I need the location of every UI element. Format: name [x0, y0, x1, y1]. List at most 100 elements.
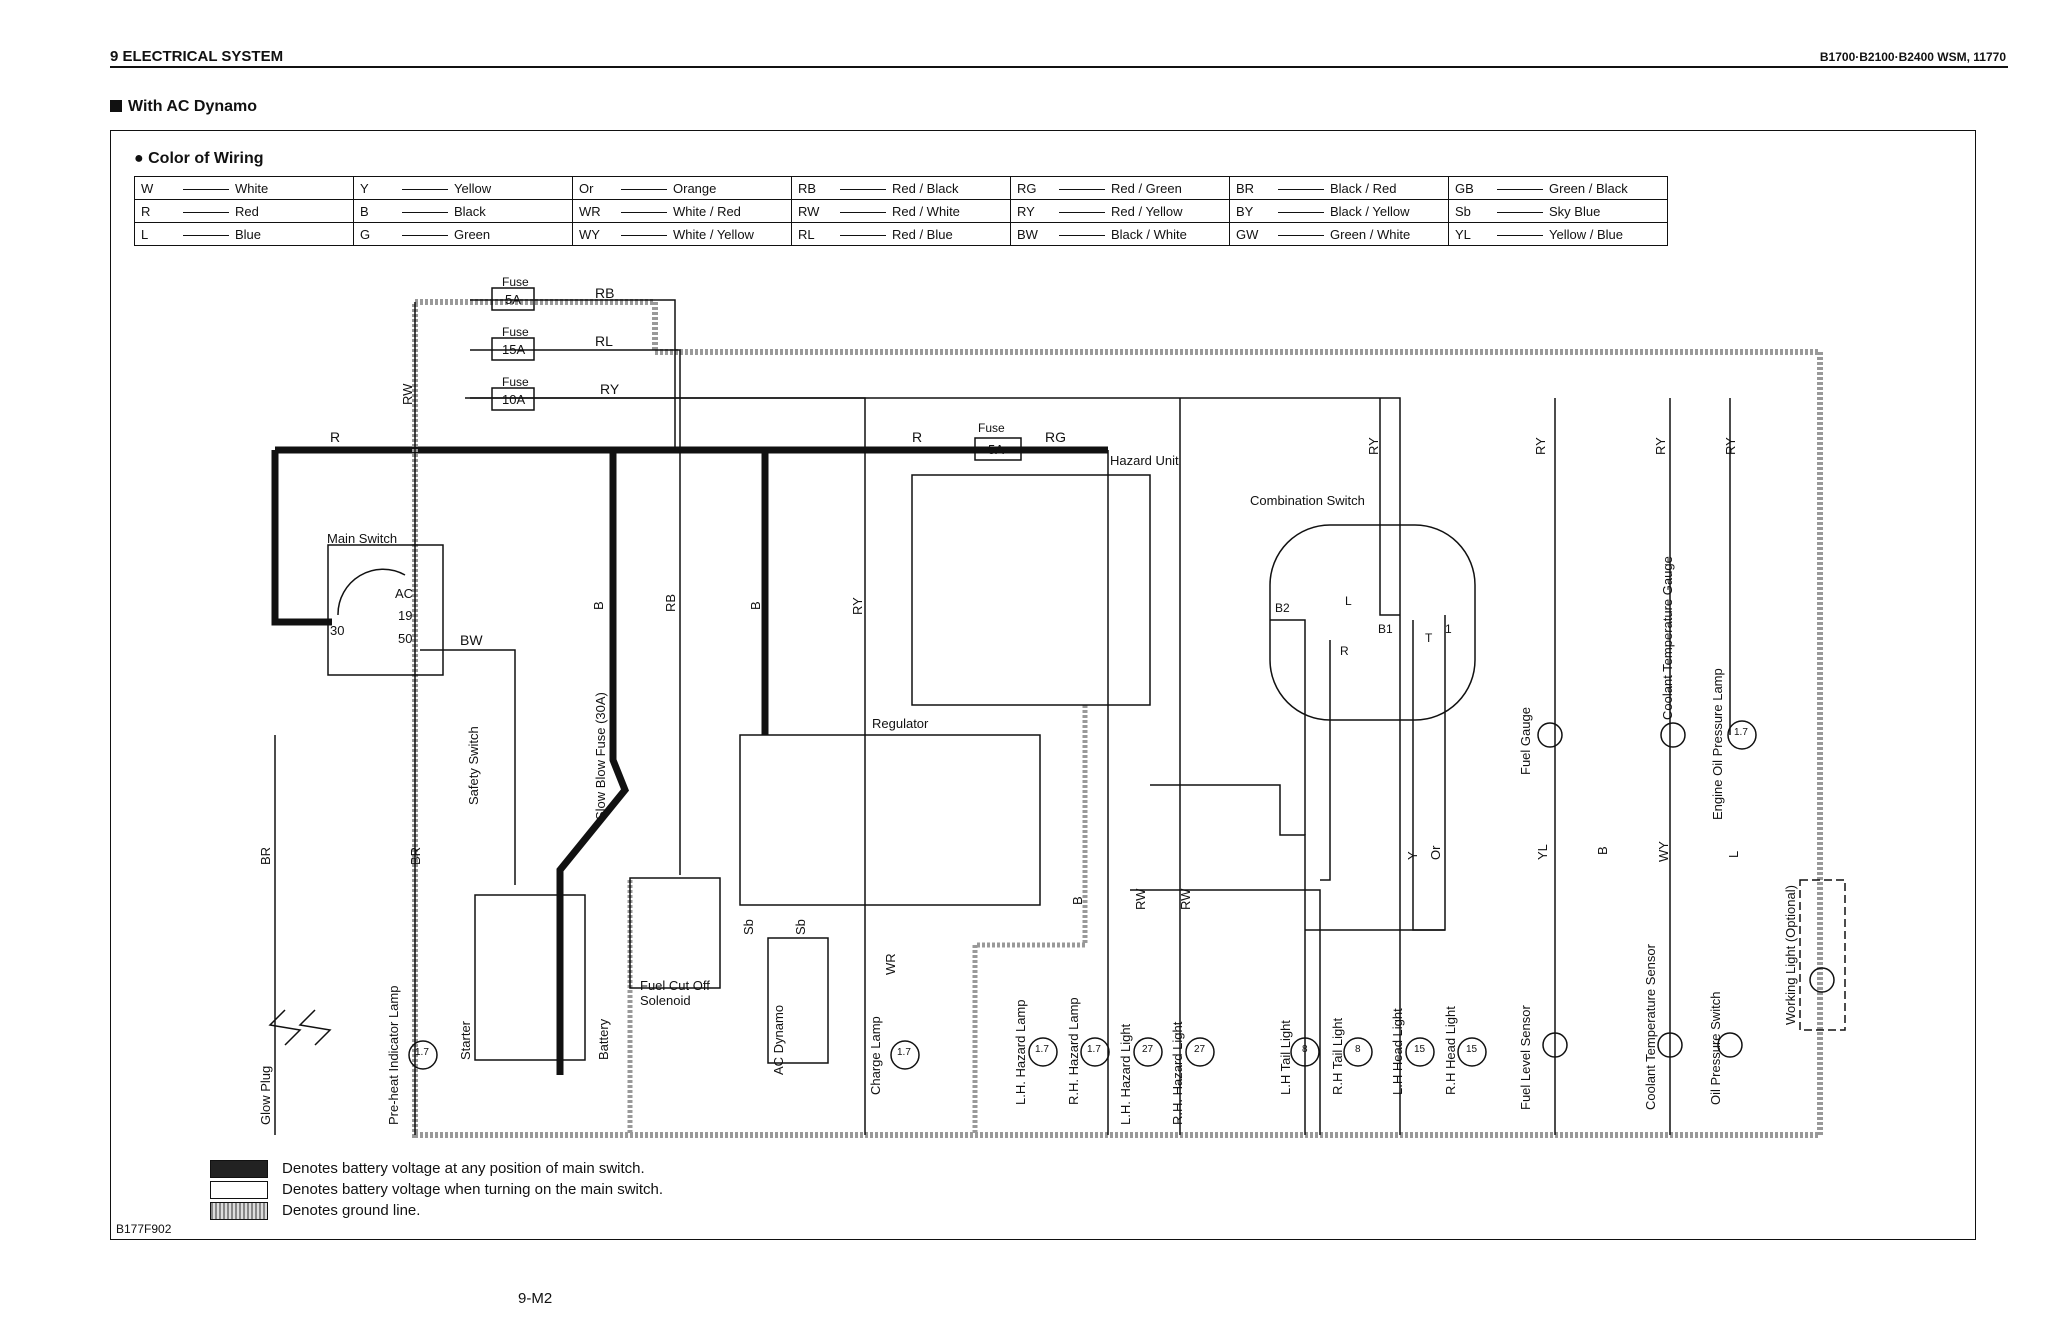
wire-ry-label: RY: [600, 381, 620, 397]
wire-code: Y: [360, 180, 369, 196]
wire-color-name: Black / White: [1111, 226, 1187, 242]
wire-color-name: Green / Black: [1549, 180, 1628, 196]
wire-color-name: Red: [235, 203, 259, 219]
dash-line: [840, 211, 886, 213]
wire-rb-label: RB: [595, 285, 614, 301]
fuse-10a-value: 10A: [502, 392, 525, 407]
fuel-gauge-label: Fuel Gauge: [1518, 707, 1533, 775]
wire-code: BY: [1236, 203, 1254, 219]
wire-code: RG: [1017, 180, 1037, 196]
lamp-rh-tail: [1343, 1037, 1373, 1067]
header-right: B1700·B2100·B2400 WSM, 11770: [1819, 50, 2006, 64]
wire-color-name: White: [235, 180, 269, 196]
wire-color-name: Green / White: [1330, 226, 1411, 242]
wire-bw-label: BW: [460, 632, 483, 648]
wire-color-name: Black: [454, 203, 486, 219]
wire-code: Or: [579, 180, 594, 196]
lamp-lh-hazard-light-value: 27: [1142, 1044, 1154, 1055]
wire-color-name: Yellow: [454, 180, 492, 196]
terminal-ac: AC: [395, 586, 413, 601]
combination-switch-label: Combination Switch: [1250, 493, 1365, 508]
wire-code: W: [141, 180, 154, 196]
starter-label: Starter: [458, 1020, 473, 1060]
wire-y-label: Y: [1405, 851, 1420, 860]
wire-rw-label-2: RW: [1133, 888, 1148, 910]
dash-line: [840, 234, 886, 236]
wire-rw-label-1: RW: [400, 383, 415, 405]
wire-color-name: Red / Green: [1111, 180, 1182, 196]
terminal-30: 30: [330, 623, 344, 638]
rh-tail-light-label: R.H Tail Light: [1330, 1018, 1345, 1095]
wire-rl-label: RL: [595, 333, 613, 349]
fuse-15a-value: 15A: [502, 342, 525, 357]
oil-pressure-switch: [1717, 1032, 1743, 1058]
header-left: 9 ELECTRICAL SYSTEM: [110, 48, 284, 65]
lamp-rh-hazard-value: 1.7: [1087, 1044, 1101, 1055]
wire-b-label-1: B: [591, 601, 606, 610]
fuse-label-3: Fuse: [502, 375, 529, 389]
solenoid-box: [629, 877, 721, 989]
dash-line: [1497, 188, 1543, 190]
wire-ry-label-5: RY: [1653, 437, 1668, 455]
slow-blow-fuse-label: Slow Blow Fuse (30A): [593, 692, 608, 820]
coolant-temp-sensor-label: Coolant Temperature Sensor: [1643, 943, 1658, 1110]
lamp-oil-pressure-value: 1.7: [1734, 727, 1748, 738]
lamp-charge-value: 1.7: [897, 1047, 911, 1058]
wire-sb-label-1: Sb: [741, 919, 756, 935]
diagram-frame: [110, 130, 1976, 1240]
wire-color-name: Green: [454, 226, 491, 242]
solenoid-label-1: Fuel Cut Off: [640, 978, 710, 993]
legend-battery-on: Denotes battery voltage when turning on …: [210, 1181, 663, 1200]
working-light-box: [1799, 879, 1846, 1031]
wiring-color-cell: G Green: [353, 222, 573, 246]
figure-code: B177F902: [116, 1222, 172, 1236]
wire-b-label-2: B: [748, 601, 763, 610]
wire-color-name: Sky Blue: [1549, 203, 1601, 219]
rh-hazard-lamp-label: R.H. Hazard Lamp: [1066, 997, 1081, 1105]
lamp-lh-head: [1405, 1037, 1435, 1067]
lamp-lh-tail-value: 8: [1302, 1044, 1308, 1055]
lamp-lh-head-value: 15: [1414, 1044, 1426, 1055]
main-switch-box: [327, 544, 444, 676]
wire-ry-label-2: RY: [850, 597, 865, 615]
terminal-b1: B1: [1378, 622, 1393, 636]
wire-code: YL: [1455, 226, 1471, 242]
battery-label: Battery: [596, 1018, 611, 1060]
dash-line: [621, 188, 667, 190]
regulator-label: Regulator: [872, 716, 929, 731]
fuse-label-4: Fuse: [978, 421, 1005, 435]
wire-color-name: White / Yellow: [673, 226, 754, 242]
wire-code: BR: [1236, 180, 1255, 196]
lamp-lh-hazard-value: 1.7: [1035, 1044, 1049, 1055]
lamp-rh-hazard-light: [1185, 1037, 1215, 1067]
hazard-unit-box: [911, 474, 1151, 706]
terminal-r: R: [1340, 644, 1349, 658]
wire-code: WR: [579, 203, 601, 219]
lamp-lh-hazard-light: [1133, 1037, 1163, 1067]
wire-sb-label-2: Sb: [793, 919, 808, 935]
wire-code: G: [360, 226, 371, 242]
oil-pressure-switch-label: Oil Pressure Switch: [1708, 992, 1723, 1105]
legend-swatch-black: [210, 1160, 268, 1179]
dash-line: [1278, 188, 1324, 190]
terminal-t: T: [1425, 631, 1433, 645]
wire-br-label-2: BR: [408, 847, 423, 865]
wire-l-label: L: [1726, 851, 1741, 858]
wiring-color-cell: Y Yellow: [353, 176, 573, 200]
wire-or-label: Or: [1428, 845, 1443, 860]
lamp-rh-hazard-light-value: 27: [1194, 1044, 1206, 1055]
lh-hazard-lamp-label: L.H. Hazard Lamp: [1013, 1000, 1028, 1106]
main-switch-arc: [337, 568, 406, 616]
wire-color-name: Orange: [673, 180, 717, 196]
glow-plug-2: [298, 1009, 332, 1046]
dash-line: [402, 234, 448, 236]
engine-oil-lamp-label: Engine Oil Pressure Lamp: [1710, 668, 1725, 820]
wire-code: R: [141, 203, 151, 219]
fuse-5a-hazard: [974, 437, 1022, 461]
lamp-preheat: [408, 1040, 438, 1070]
lamp-oil-pressure: [1727, 720, 1757, 750]
wiring-color-cell: RG Red / Green: [1010, 176, 1230, 200]
